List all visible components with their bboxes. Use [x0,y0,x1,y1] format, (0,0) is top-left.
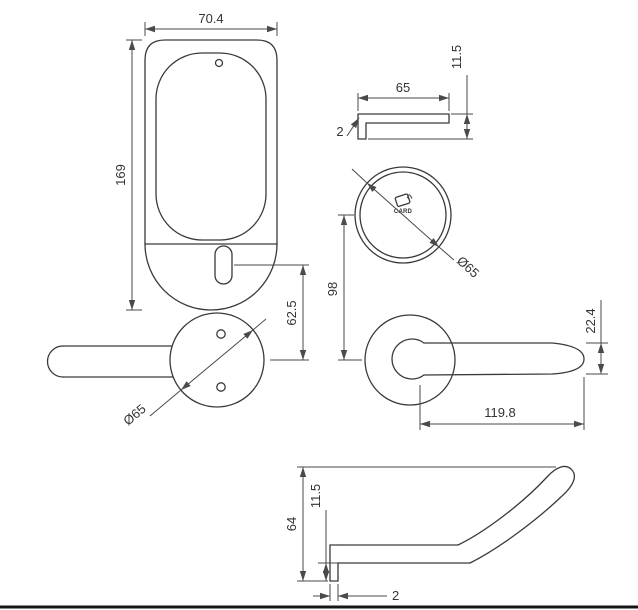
dim-projection-label: 64 [284,517,299,531]
lock-body-outline [144,39,278,311]
handle-top-view: 64 11.5 2 [284,465,576,603]
dim-lock-height-label: 169 [113,164,128,186]
reader-outer-circle [354,166,452,264]
handle-front-view: 22.4 119.8 [364,300,608,430]
leader-line [252,318,267,331]
dim-lock-width-label: 70.4 [198,11,223,26]
leader-line [438,246,455,261]
handle-hub-arc [391,338,425,380]
leader-line [351,168,368,184]
card-reader-view: CARD Ø65 98 [325,166,482,361]
dim-rose-depth-label: 11.5 [308,484,323,508]
reader-inner-circle [359,171,447,259]
dim-escutcheon-width-label: 65 [396,80,410,95]
escutcheon-side-view: 65 11.5 2 [336,45,473,140]
lock-panel-outline [155,52,267,241]
dim-escutcheon-depth-label: 11.5 [449,45,464,69]
lever-outline [423,342,585,376]
dim-lever-length-label: 119.8 [484,405,516,420]
dim-escutcheon-flange-label: 2 [336,124,343,139]
dim-plate-thickness-label: 2 [392,588,399,603]
lever-end-cap [46,345,64,378]
rose-circle [169,312,265,408]
dim-center-distance-label: 98 [325,282,340,296]
lock-sensor-hole [214,58,224,68]
card-logo-icon [394,193,411,208]
rose-circle [364,314,456,406]
dimension-line [366,182,440,248]
dimension-line [180,329,254,391]
handle-side-view: Ø65 [46,312,267,428]
dim-keyhole-offset-label: 62.5 [284,300,299,325]
grip-outline [457,465,576,564]
dim-reader-diameter-label: Ø65 [454,253,482,281]
dim-rose-diameter-label: Ø65 [120,401,148,428]
card-logo: CARD [394,193,413,215]
lock-keyhole [214,245,233,285]
leader-line [346,117,360,137]
dim-lever-height-label: 22.4 [583,308,598,333]
escutcheon-profile-outline [357,113,450,140]
lock-front-view: 70.4 169 62.5 [113,11,309,361]
leader-line [149,389,182,417]
screw-hole-bottom [216,382,226,392]
screw-hole-top [216,329,226,339]
